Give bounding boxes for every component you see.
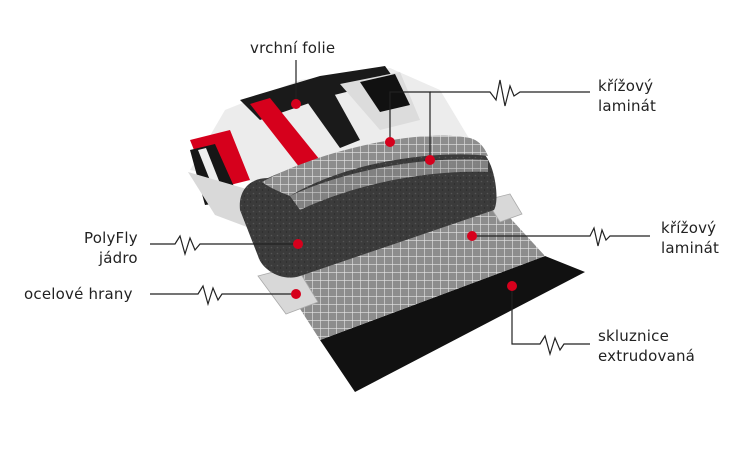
label-cross-laminate-top: křížový laminát [598, 77, 657, 115]
label-cross-laminate-bottom: křížový laminát [661, 219, 720, 257]
bottom-laminate [270, 196, 545, 340]
marker-steel-edge [291, 289, 301, 299]
label-core: PolyFly jádro [84, 229, 138, 267]
label-steel-edges: ocelové hrany [24, 285, 133, 303]
top-sheet-graphic [188, 66, 470, 230]
marker-top-laminate-1 [385, 137, 395, 147]
label-base: skluznice extrudovaná [598, 327, 696, 365]
base-layer [320, 256, 585, 392]
top-laminate [262, 135, 488, 196]
marker-base [507, 281, 517, 291]
marker-top-laminate-2 [425, 155, 435, 165]
marker-bottom-laminate [467, 231, 477, 241]
markers [291, 99, 517, 299]
marker-core [293, 239, 303, 249]
leader-lines [150, 60, 650, 357]
label-top-sheet: vrchní folie [250, 39, 336, 57]
marker-top-sheet [291, 99, 301, 109]
